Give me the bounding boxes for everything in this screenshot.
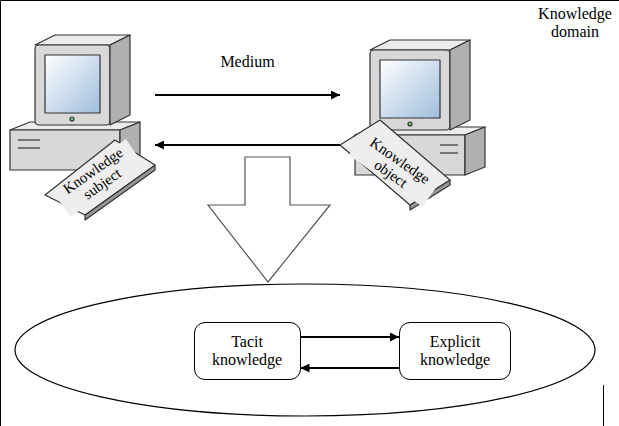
- flow-arrow: [301, 336, 400, 338]
- monitor-screen: [380, 60, 440, 118]
- knowledge-box: Explicit knowledge: [399, 322, 511, 380]
- computer-label: Knowledge subject: [52, 139, 144, 216]
- tower-slot: [18, 147, 40, 148]
- power-led: [408, 122, 412, 126]
- flow-arrow: [155, 144, 340, 146]
- tower-slot: [18, 139, 40, 140]
- computer-label: Knowledge object: [349, 129, 441, 206]
- box-label: Tacit knowledge: [202, 333, 293, 370]
- frame-line: [603, 385, 604, 426]
- knowledge-ellipse: [15, 284, 595, 416]
- monitor-front: [370, 50, 450, 130]
- computer-node: Knowledge subject: [5, 30, 155, 220]
- edge-label: Medium: [218, 53, 276, 71]
- flow-arrow: [155, 94, 340, 96]
- tower-side: [465, 127, 485, 175]
- monitor-side: [110, 35, 130, 125]
- monitor-front: [35, 45, 110, 125]
- monitor-side: [450, 40, 470, 130]
- tower-slot: [440, 152, 458, 153]
- computer-node: Knowledge object: [340, 35, 485, 215]
- power-led: [70, 117, 74, 121]
- knowledge-box: Tacit knowledge: [194, 322, 301, 380]
- domain-label: Knowledge domain: [534, 5, 616, 42]
- flow-arrow: [301, 367, 400, 369]
- block-arrow: [208, 157, 330, 282]
- monitor-screen: [45, 55, 100, 113]
- box-label: Explicit knowledge: [407, 333, 503, 370]
- tower-slot: [440, 144, 458, 145]
